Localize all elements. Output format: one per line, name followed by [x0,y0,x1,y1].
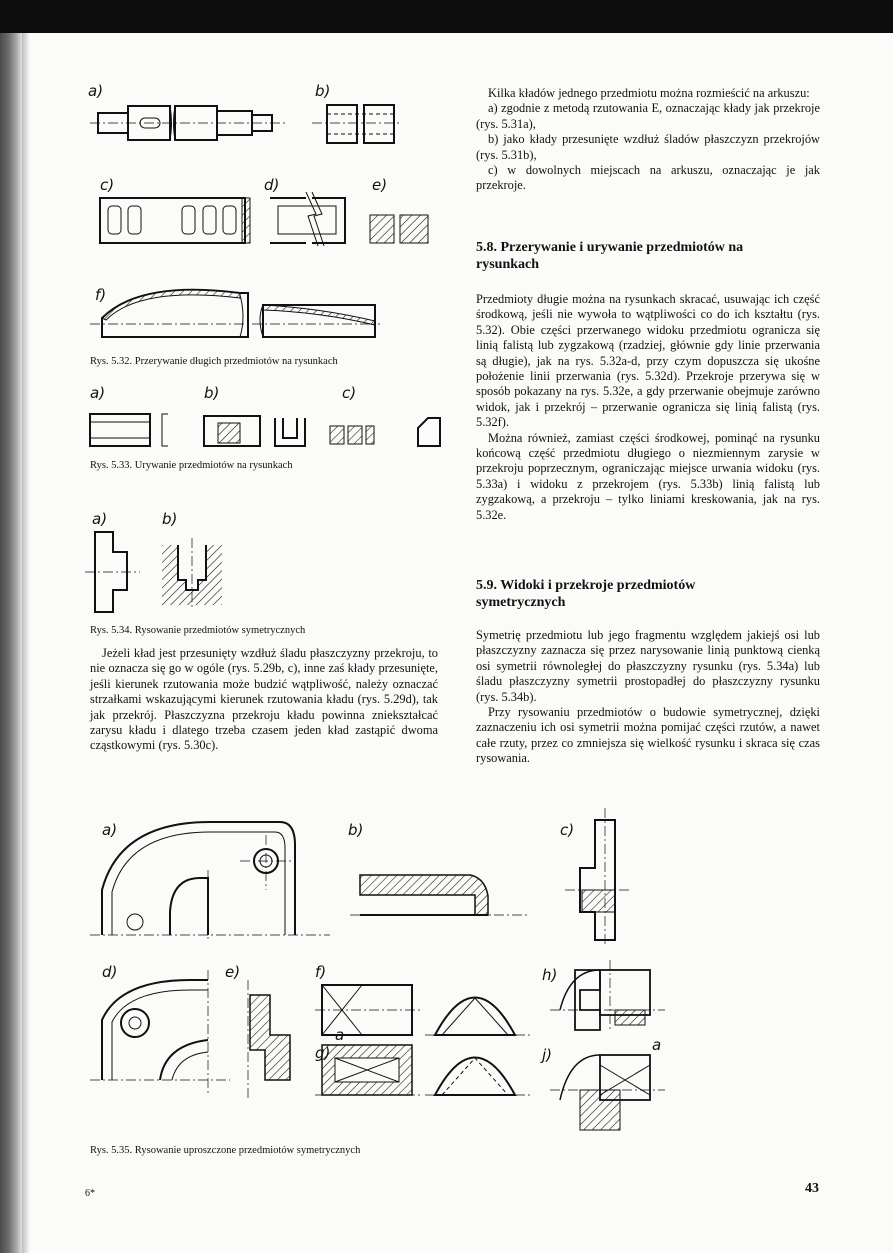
label-a: a) [90,384,105,402]
drawing-tube-break [312,104,400,144]
drawing-plug-j [550,1054,665,1131]
drawing-section-break [369,214,429,244]
label-section-a: a [335,1026,344,1044]
label-d: d) [102,963,117,981]
drawing-quarter-view [90,970,230,1095]
section-heading-5-9: 5.9. Widoki i przekroje przedmiotów syme… [476,578,696,610]
right-column-intro: Kilka kładów jednego przedmiotu można ro… [476,86,820,194]
label-a: a) [88,82,103,100]
paragraph: Przedmioty długie można na rysunkach skr… [476,292,820,430]
page-number: 43 [805,1181,819,1196]
left-column-text: Jeżeli kład jest przesunięty wzdłuż ślad… [90,646,438,754]
label-j: j) [540,1046,552,1064]
section-5-9-text: Symetrię przedmiotu lub jego fragmentu w… [476,628,820,767]
drawing-half-cover [90,821,330,942]
label-f: f) [315,963,326,981]
drawing-half-flange [565,808,630,945]
drawing-shaft-break [90,105,285,141]
printer-signature-mark: 6* [85,1188,95,1199]
label-h: h) [542,966,557,984]
drawing-half-section-e [247,980,291,1100]
section-5-8-text: Przedmioty długie można na rysunkach skr… [476,292,820,523]
label-c: c) [560,821,574,839]
label-a: a) [102,821,117,839]
caption-5-33: Rys. 5.33. Urywanie przedmiotów na rysun… [90,460,293,471]
drawing-dome-halves [425,996,530,1096]
drawing-view-section-break [90,288,380,338]
label-f: f) [95,286,106,304]
label-b: b) [315,82,330,100]
label-c: c) [342,384,356,402]
drawing-bar-end [89,413,168,447]
list-item: b) jako kłady przesunięte wzdłuż śladów … [476,132,820,162]
label-a: a) [92,510,107,528]
paragraph: Można również, zamiast części środkowej,… [476,430,820,522]
scan-top-edge [0,0,893,33]
label-b: b) [204,384,219,402]
label-c: c) [100,176,114,194]
drawing-section-end [329,417,441,447]
caption-5-34: Rys. 5.34. Rysowanie przedmiotów symetry… [90,625,306,636]
drawing-half-section-bar [350,874,530,916]
label-b: b) [348,821,363,839]
figure-5-33: a) b) c) [80,378,460,458]
drawing-oblique-break [270,191,346,247]
label-e: e) [225,963,240,981]
caption-5-32: Rys. 5.32. Przerywanie długich przedmiot… [90,356,338,367]
caption-5-35: Rys. 5.35. Rysowanie uproszczone przedmi… [90,1145,361,1156]
drawing-symmetric-plane [162,538,222,610]
list-item: c) w dowolnych miejscach na arkuszu, ozn… [476,163,820,193]
drawing-plug-h [550,960,665,1031]
drawing-symmetric-axis [85,531,140,613]
paragraph: Przy rysowaniu przedmiotów o budowie sym… [476,705,820,766]
label-d: d) [264,176,279,194]
drawing-profile-break [99,197,251,244]
paragraph: Symetrię przedmiotu lub jego fragmentu w… [476,628,820,704]
label-b: b) [162,510,177,528]
section-heading-5-8: 5.8. Przerywanie i urywanie przedmiotów … [476,240,744,272]
paragraph-intro: Kilka kładów jednego przedmiotu można ro… [488,86,810,100]
label-section-a: a [652,1036,661,1054]
drawing-hollow-tube [315,984,420,1036]
figure-5-32: a) b) c) d) [80,80,460,345]
figure-5-35: a) b) c) d) [90,800,810,1140]
paragraph: Jeżeli kład jest przesunięty wzdłuż ślad… [90,646,438,753]
label-e: e) [372,176,387,194]
drawing-bar-view-section [203,415,306,447]
scan-binding-fade [22,33,30,1253]
list-item: a) zgodnie z metodą rzutowania E, oznacz… [476,101,820,131]
figure-5-34: a) b) [80,500,280,620]
scan-binding-shadow [0,33,22,1253]
drawing-hollow-tube-section [315,1044,420,1096]
